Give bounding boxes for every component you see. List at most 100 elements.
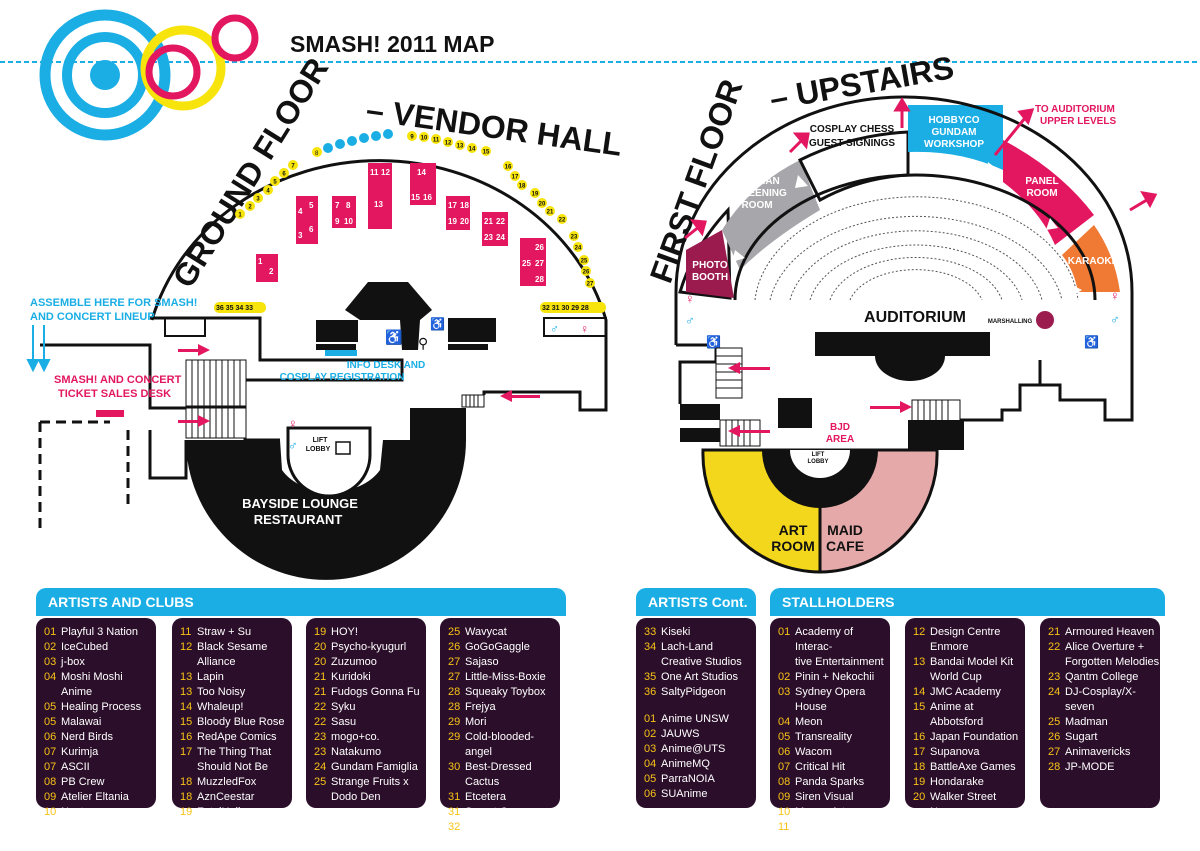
female-toilet-icon: ♀ <box>1110 288 1120 303</box>
artist-table-number: 16 <box>505 165 512 171</box>
list-item-name: GoGoGaggle <box>465 641 530 653</box>
artist-table-number: 14 <box>469 147 476 153</box>
artist-table-number: 20 <box>539 202 546 208</box>
artist-table-number: 12 <box>445 141 452 147</box>
stallholder-booths <box>256 163 546 286</box>
artist-table-marker <box>419 132 429 142</box>
list-item-name: Sajaso <box>465 656 499 668</box>
list-item-number: 22 <box>314 701 327 713</box>
artist-table-marker <box>443 137 453 147</box>
list-item-number: 15 <box>913 701 926 713</box>
artist-table-number: 18 <box>519 184 526 190</box>
list-item-name: Anime@UTS <box>661 743 726 755</box>
list-item-number: 16 <box>180 731 193 743</box>
list-item-name: mogo+co. <box>331 731 380 743</box>
list-item-name: Psycho-kyugurl <box>331 641 407 653</box>
list-item-number: 27 <box>448 671 461 683</box>
list-item-name: DJ-Cosplay/X-seven <box>1065 686 1136 713</box>
artist-table-number: 1 <box>238 213 242 219</box>
artist-table-number: 11 <box>433 138 440 144</box>
list-item-number: 32 <box>448 821 461 833</box>
list-item-number: 10 <box>44 806 57 818</box>
artist-table-marker <box>407 131 417 141</box>
list-item-name: Manga Arts <box>795 806 851 818</box>
list-item-number: 12 <box>180 641 193 653</box>
svg-text:15: 15 <box>411 193 420 202</box>
list-item-number: 35 <box>644 671 657 683</box>
list-item-number: 19 <box>913 776 926 788</box>
list-item-number: 21 <box>1048 626 1061 638</box>
male-toilet-icon: ♂ <box>550 322 559 336</box>
first-floor: FIRST FLOOR – UPSTAIRS AUDITORIUM MARSHA… <box>643 49 1158 574</box>
svg-text:26: 26 <box>535 243 544 252</box>
artist-table-number: 24 <box>575 246 582 252</box>
list-item: Should Not Be <box>180 760 292 775</box>
to-auditorium-label: TO AUDITORIUM <box>1035 104 1115 115</box>
list-item-number: 12 <box>913 626 926 638</box>
list-item-name: Syku <box>331 701 356 713</box>
list-item-name: Design Centre <box>930 626 1001 638</box>
svg-text:8: 8 <box>346 201 351 210</box>
svg-text:23: 23 <box>484 233 493 242</box>
svg-text:36 35 34 33: 36 35 34 33 <box>216 305 253 312</box>
list-item-name: ASCII <box>61 761 90 773</box>
list-item-name: Supanova <box>930 746 980 758</box>
list-item-name: Bloody Blue Rose <box>197 716 285 728</box>
artist-table-marker <box>235 209 245 219</box>
list-item-number: 22 <box>1048 641 1061 653</box>
list-item-name: Newsagency <box>930 806 993 818</box>
list-item-name: Zombster <box>795 821 842 833</box>
artist-table-number: 7 <box>291 164 295 170</box>
list-item-number: 05 <box>44 701 57 713</box>
list-item-number: 24 <box>1048 686 1061 698</box>
cosplay-registration-label: COSPLAY REGISTRATION <box>280 372 405 383</box>
list-item-name: Walker Street <box>930 791 997 803</box>
list-item-number: 25 <box>314 776 327 788</box>
list-item-name: Sasu <box>331 716 357 728</box>
panel-room-label-2: ROOM <box>1026 188 1057 199</box>
list-item: Creative Studios <box>644 655 756 670</box>
upstairs-arrow-icon <box>684 97 1158 240</box>
svg-text:27: 27 <box>535 259 544 268</box>
list-item-number: 26 <box>448 641 461 653</box>
list-item-name: Sugart <box>1065 731 1098 743</box>
list-item-name: SUAnime <box>661 788 708 800</box>
list-item-number: 17 <box>180 746 193 758</box>
map-title: SMASH! 2011 MAP <box>290 31 495 57</box>
photo-booth-label-2: BOOTH <box>692 272 728 283</box>
list-item-number <box>180 760 197 775</box>
list-item-name: Siren Visual <box>795 791 854 803</box>
svg-text:2: 2 <box>269 267 274 276</box>
svg-text:20: 20 <box>460 217 469 226</box>
list-item-name: Anime at Abbotsford <box>930 701 984 728</box>
accessible-icon: ♿ <box>706 335 721 349</box>
list-item-name: HOY! <box>331 626 358 638</box>
list-item-name: Squeaky Toybox <box>465 686 546 698</box>
